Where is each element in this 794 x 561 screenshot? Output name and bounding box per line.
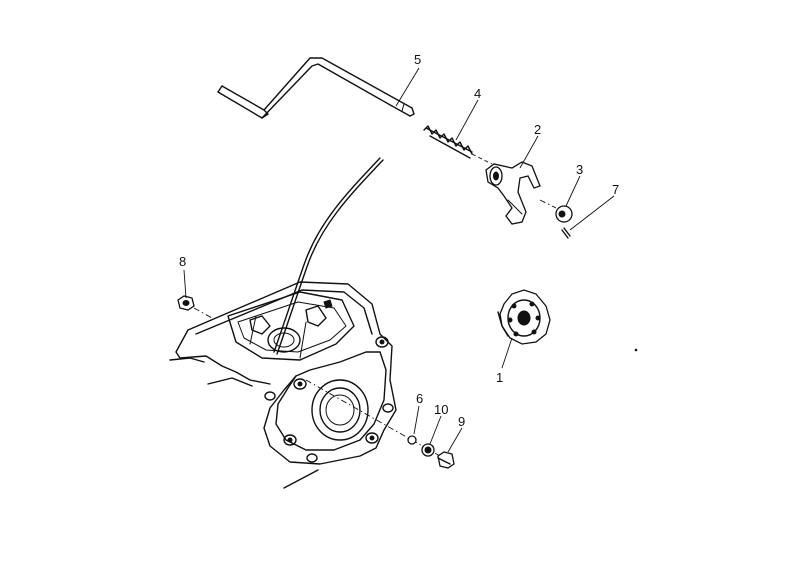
bolt: [437, 451, 455, 469]
shift-fork: [485, 161, 541, 225]
callout-10: 10: [434, 402, 448, 417]
spring: [423, 125, 493, 165]
callout-7: 7: [612, 182, 619, 197]
seal-washer: [421, 443, 435, 457]
control-cable: [273, 157, 384, 355]
nut: [177, 295, 213, 319]
gearcase-housing: [169, 281, 397, 489]
washer: [539, 199, 573, 223]
stray-mark: [634, 348, 638, 352]
callout-4: 4: [474, 86, 481, 101]
callout-3: 3: [576, 162, 583, 177]
shift-lever-rod: [217, 57, 415, 119]
leader-lines: [183, 67, 615, 453]
callout-5: 5: [414, 52, 421, 67]
callout-9: 9: [458, 414, 465, 429]
callout-6: 6: [416, 391, 423, 406]
small-washer: [407, 435, 417, 445]
clutch-gear: [497, 289, 551, 345]
callout-2: 2: [534, 122, 541, 137]
callout-8: 8: [179, 254, 186, 269]
assembly-axis: [305, 379, 441, 457]
cotter-pin: [561, 227, 571, 239]
callout-1: 1: [496, 370, 503, 385]
